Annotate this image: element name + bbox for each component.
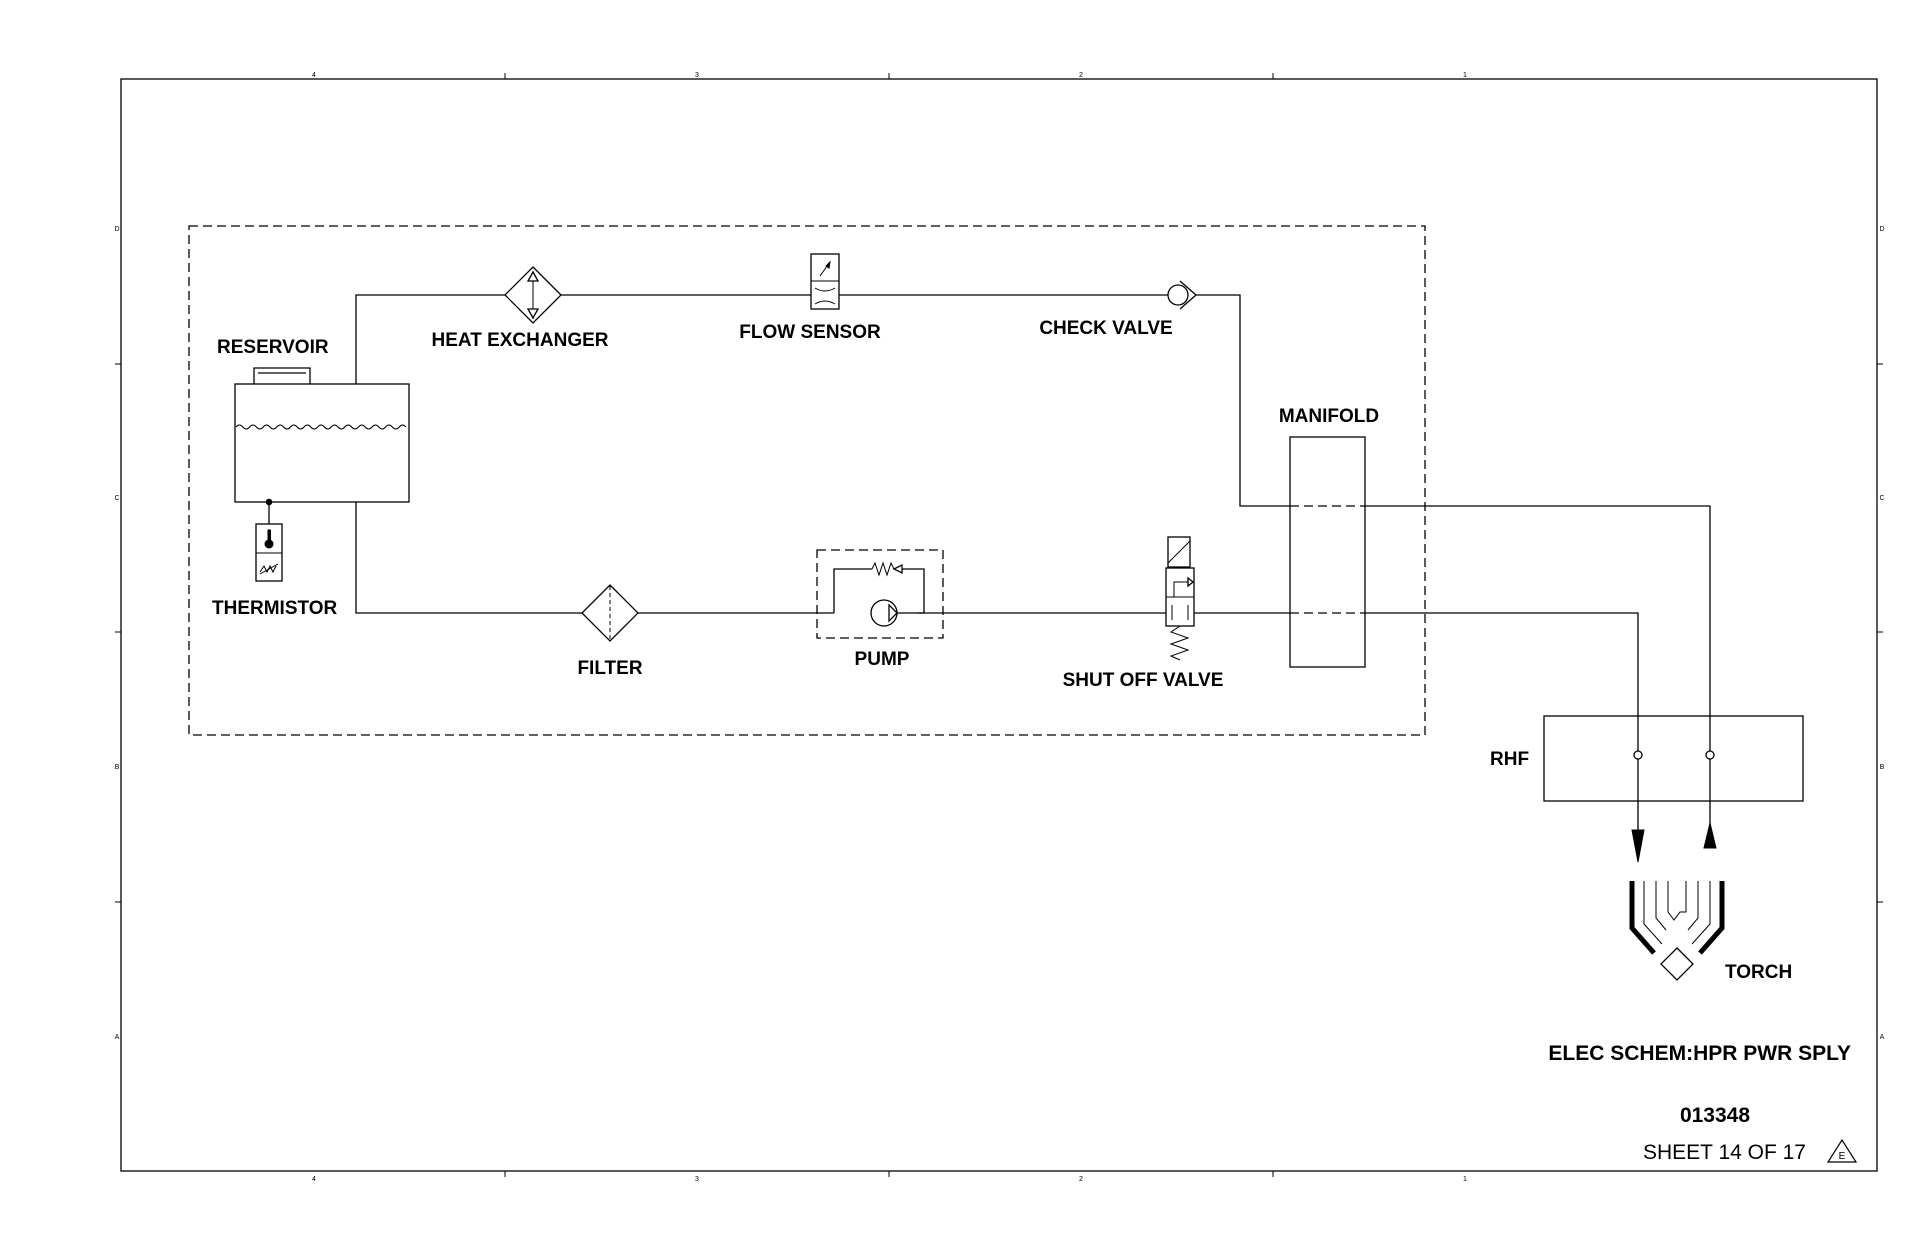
manifold-label: MANIFOLD — [1279, 406, 1379, 427]
zone-row-c-left: C — [114, 495, 119, 502]
torch-label: TORCH — [1725, 962, 1792, 983]
zone-col-4-bottom: 4 — [312, 1176, 316, 1183]
check-valve-label: CHECK VALVE — [1039, 318, 1172, 339]
drawing-number: 013348 — [1680, 1104, 1750, 1127]
pump-label: PUMP — [855, 649, 910, 670]
zone-row-a-left: A — [115, 1034, 120, 1041]
thermistor-label: THERMISTOR — [212, 598, 338, 619]
drawing-title: ELEC SCHEM:HPR PWR SPLY — [1548, 1042, 1851, 1065]
torch-flow-arrows — [1631, 822, 1717, 863]
zone-row-b-left: B — [115, 764, 120, 771]
filter-symbol — [581, 584, 639, 642]
sheet-border — [120, 78, 1878, 1172]
check-valve-symbol — [1167, 280, 1197, 310]
cooler-enclosure — [188, 225, 1426, 736]
heat-exchanger-symbol — [504, 266, 562, 324]
reservoir-symbol — [234, 367, 410, 503]
zone-col-3-top: 3 — [695, 72, 699, 79]
zone-row-labels: D C B A D C B A — [114, 226, 1884, 1041]
heat-exchanger-label: HEAT EXCHANGER — [432, 330, 609, 351]
zone-col-2-top: 2 — [1079, 72, 1083, 79]
thermistor-symbol — [255, 498, 283, 582]
zone-col-2-bottom: 2 — [1079, 1176, 1083, 1183]
revision-triangle — [1826, 1138, 1858, 1163]
manifold-symbol — [1289, 436, 1366, 668]
zone-col-1-top: 1 — [1463, 72, 1467, 79]
flow-sensor-symbol — [810, 253, 840, 310]
pump-symbol — [816, 549, 944, 639]
revision-letter: E — [1839, 1151, 1846, 1162]
zone-col-3-bottom: 3 — [695, 1176, 699, 1183]
rhf-label: RHF — [1490, 749, 1529, 770]
zone-ticks — [115, 73, 1883, 1177]
zone-row-c-right: C — [1879, 495, 1884, 502]
zone-row-b-right: B — [1880, 764, 1885, 771]
filter-label: FILTER — [577, 658, 642, 679]
rhf-symbol — [1543, 715, 1804, 802]
zone-row-a-right: A — [1880, 1034, 1885, 1041]
title-block: ELEC SCHEM:HPR PWR SPLY 013348 SHEET 14 … — [1548, 1042, 1858, 1164]
zone-col-1-bottom: 1 — [1463, 1176, 1467, 1183]
torch-symbol — [1629, 881, 1725, 981]
zone-col-4-top: 4 — [312, 72, 316, 79]
zone-row-d-right: D — [1879, 226, 1884, 233]
reservoir-label: RESERVOIR — [217, 337, 329, 358]
sheet-number: SHEET 14 OF 17 — [1643, 1141, 1806, 1164]
zone-column-labels: 4 3 2 1 4 3 2 1 — [312, 72, 1467, 1183]
zone-row-d-left: D — [114, 226, 119, 233]
shut-off-valve-label: SHUT OFF VALVE — [1063, 670, 1224, 691]
shut-off-valve-symbol — [1165, 536, 1195, 661]
flow-sensor-label: FLOW SENSOR — [739, 322, 881, 343]
